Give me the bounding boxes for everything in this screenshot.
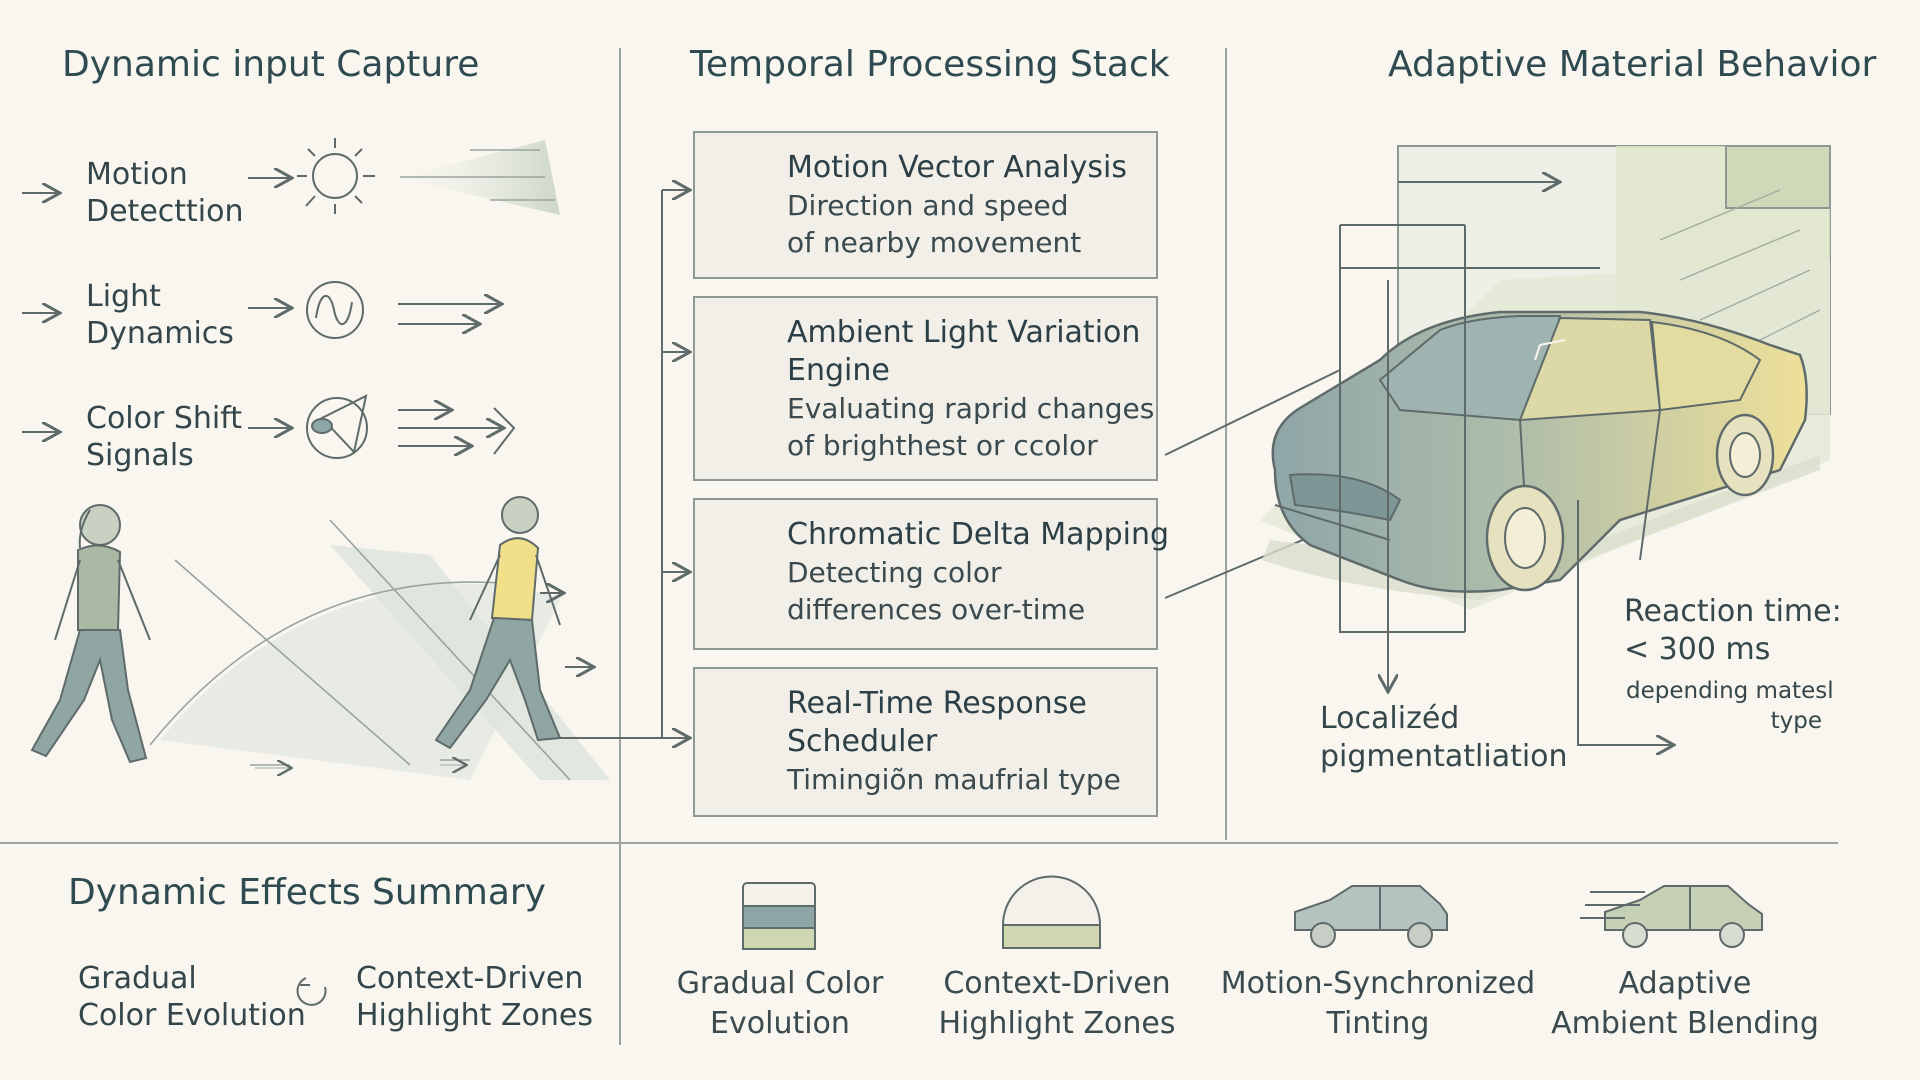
input-arrows [22,178,290,432]
material-heading: Adaptive Material Behavior [1388,44,1877,85]
refresh-icon [296,977,327,1006]
motion-streaks [400,140,560,215]
section-dividers [0,48,1838,1045]
color-shift-icon [306,394,368,459]
light-arrows [398,304,500,324]
walking-man-figure [434,496,562,750]
walking-woman-figure [30,504,151,764]
wave-circle-icon [306,281,364,339]
car-illustration [1260,145,1831,610]
moving-car-icon [1580,885,1763,948]
capture-heading: Dynamic input Capture [62,44,480,85]
car-icon [1294,885,1448,948]
stack-connectors [560,190,1351,738]
summary-heading: Dynamic Effects Summary [68,872,546,913]
processing-heading: Temporal Processing Stack [690,44,1170,85]
dome-icon [1002,875,1101,949]
color-swatch-icon [742,882,816,950]
stack-box-motion-vector: Motion Vector Analysis Direction and spe… [693,131,1158,279]
reaction-time-label: Reaction time:< 300 ms [1624,594,1842,667]
color-arrows [398,408,516,454]
car-callouts [1339,182,1672,745]
pedestrian-scene [30,496,610,781]
sun-icon [297,138,375,214]
